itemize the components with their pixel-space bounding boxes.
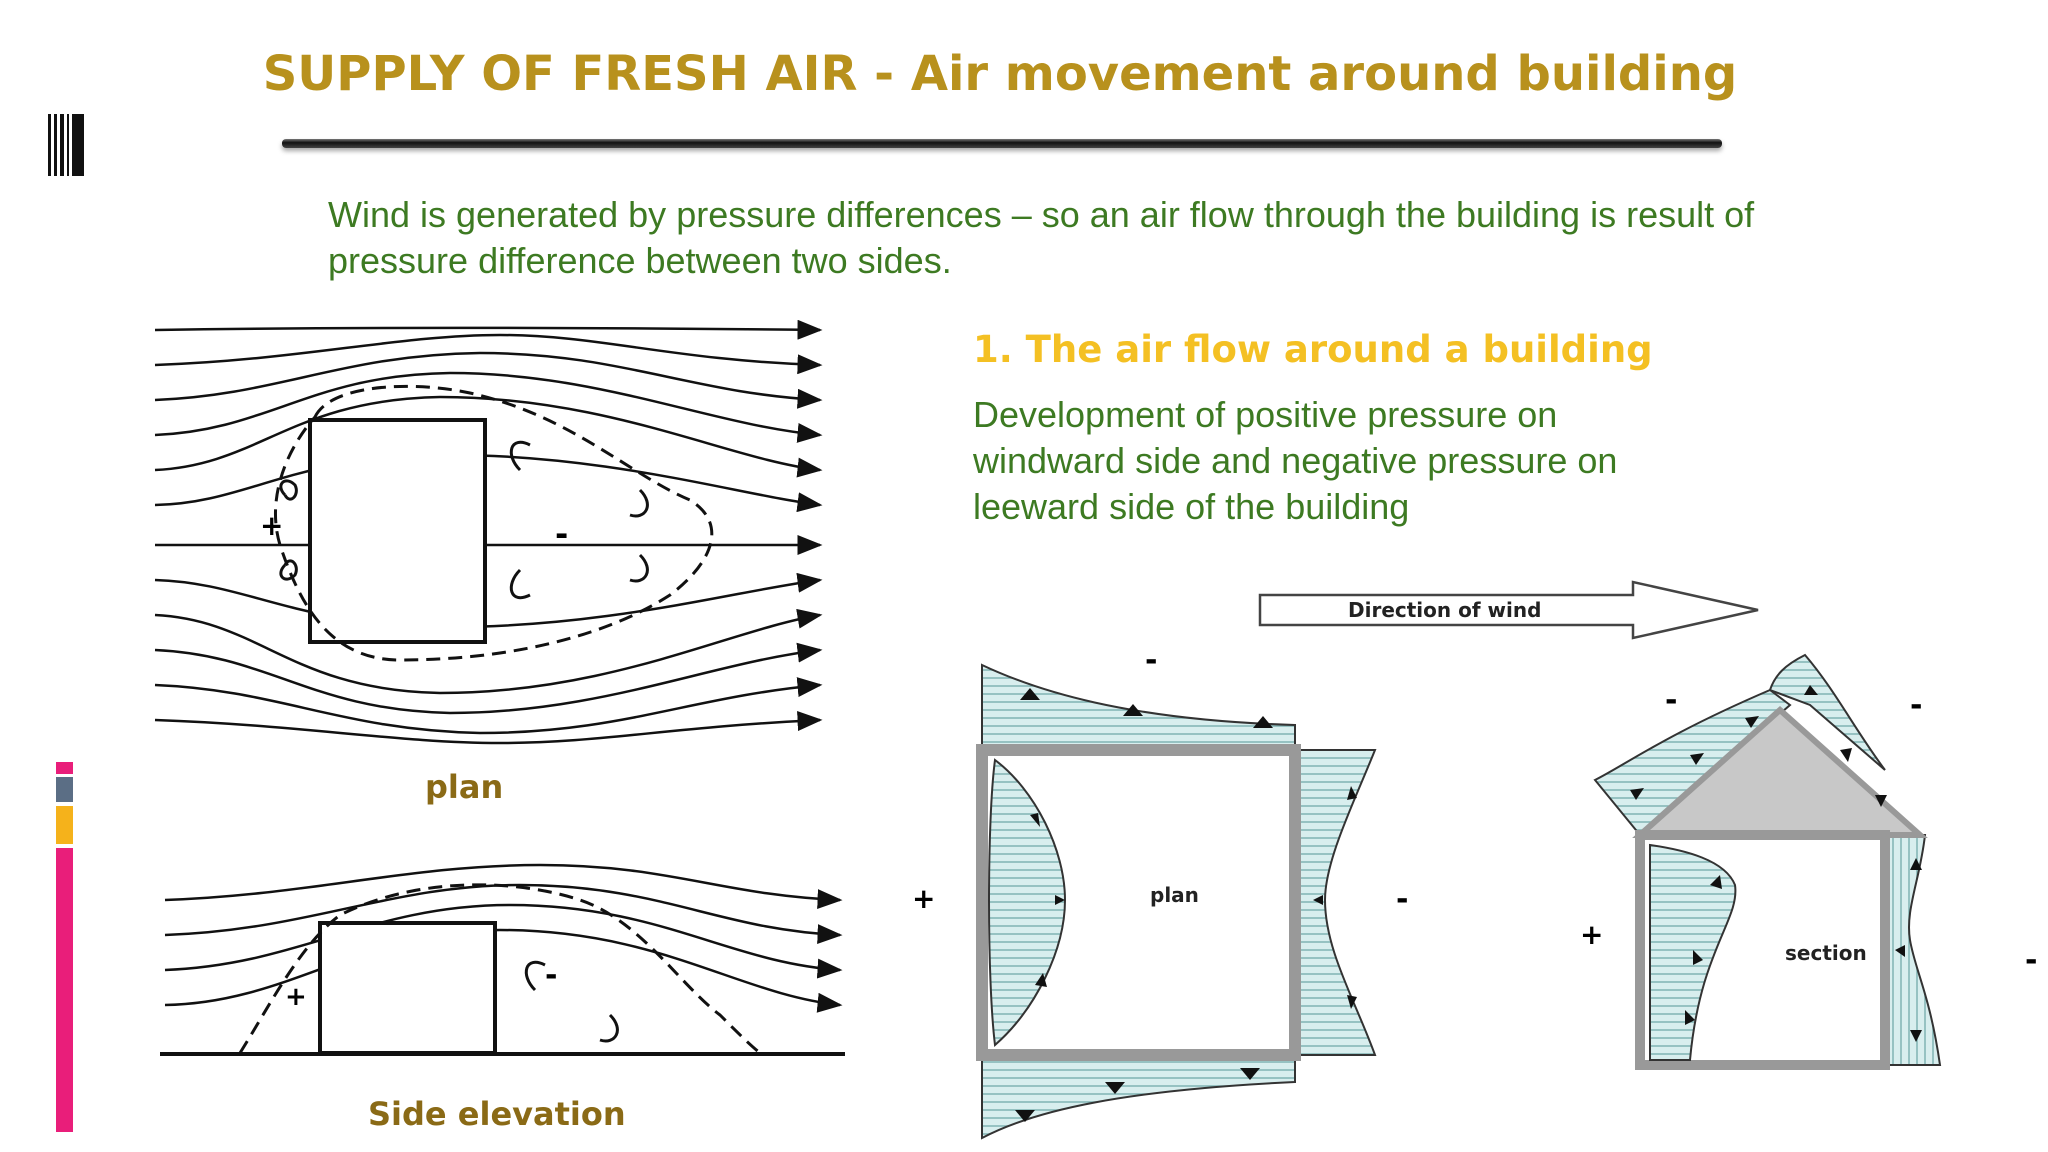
pressure-section-negative-left: - <box>1665 683 1677 718</box>
elevation-positive-sign: + <box>285 982 307 1012</box>
pressure-section-negative-far: - <box>2025 943 2038 978</box>
airflow-description: Development of positive pressure on wind… <box>973 394 1618 527</box>
pressure-plan-diagram: plan - <box>976 643 1377 1140</box>
accent-bar-2 <box>56 777 73 802</box>
logo-icon <box>48 114 84 176</box>
accent-bar-1 <box>56 762 73 774</box>
elevation-airflow-diagram: + - <box>160 863 845 1056</box>
plan-positive-sign: + <box>260 509 283 542</box>
pressure-section-positive: + <box>1580 918 1604 951</box>
accent-bar-3 <box>56 806 73 844</box>
pressure-section-negative-right: - <box>1910 688 1922 723</box>
pressure-plan-positive-left: + <box>912 882 936 915</box>
pressure-section-diagram: section - - <box>1593 653 1942 1070</box>
pressure-section-label: section <box>1785 941 1867 965</box>
elevation-caption: Side elevation <box>368 1095 626 1133</box>
pressure-plan-negative-top: - <box>1145 643 1157 678</box>
pressure-plan-label: plan <box>1150 883 1199 907</box>
intro-text: Wind is generated by pressure difference… <box>328 194 1755 281</box>
plan-airflow-diagram: + - <box>154 319 823 745</box>
airflow-heading: 1. The air flow around a building <box>973 328 1653 371</box>
plan-caption: plan <box>425 768 504 806</box>
accent-bar-4 <box>56 848 73 1132</box>
wind-arrow-label: Direction of wind <box>1348 598 1541 622</box>
title-underline <box>282 139 1722 148</box>
slide-title: SUPPLY OF FRESH AIR - Air movement aroun… <box>262 46 1738 102</box>
pressure-plan-negative-right: - <box>1396 882 1409 917</box>
plan-negative-sign: - <box>555 515 568 553</box>
elevation-negative-sign: - <box>545 958 557 993</box>
wind-direction-arrow: Direction of wind <box>1258 580 1759 640</box>
